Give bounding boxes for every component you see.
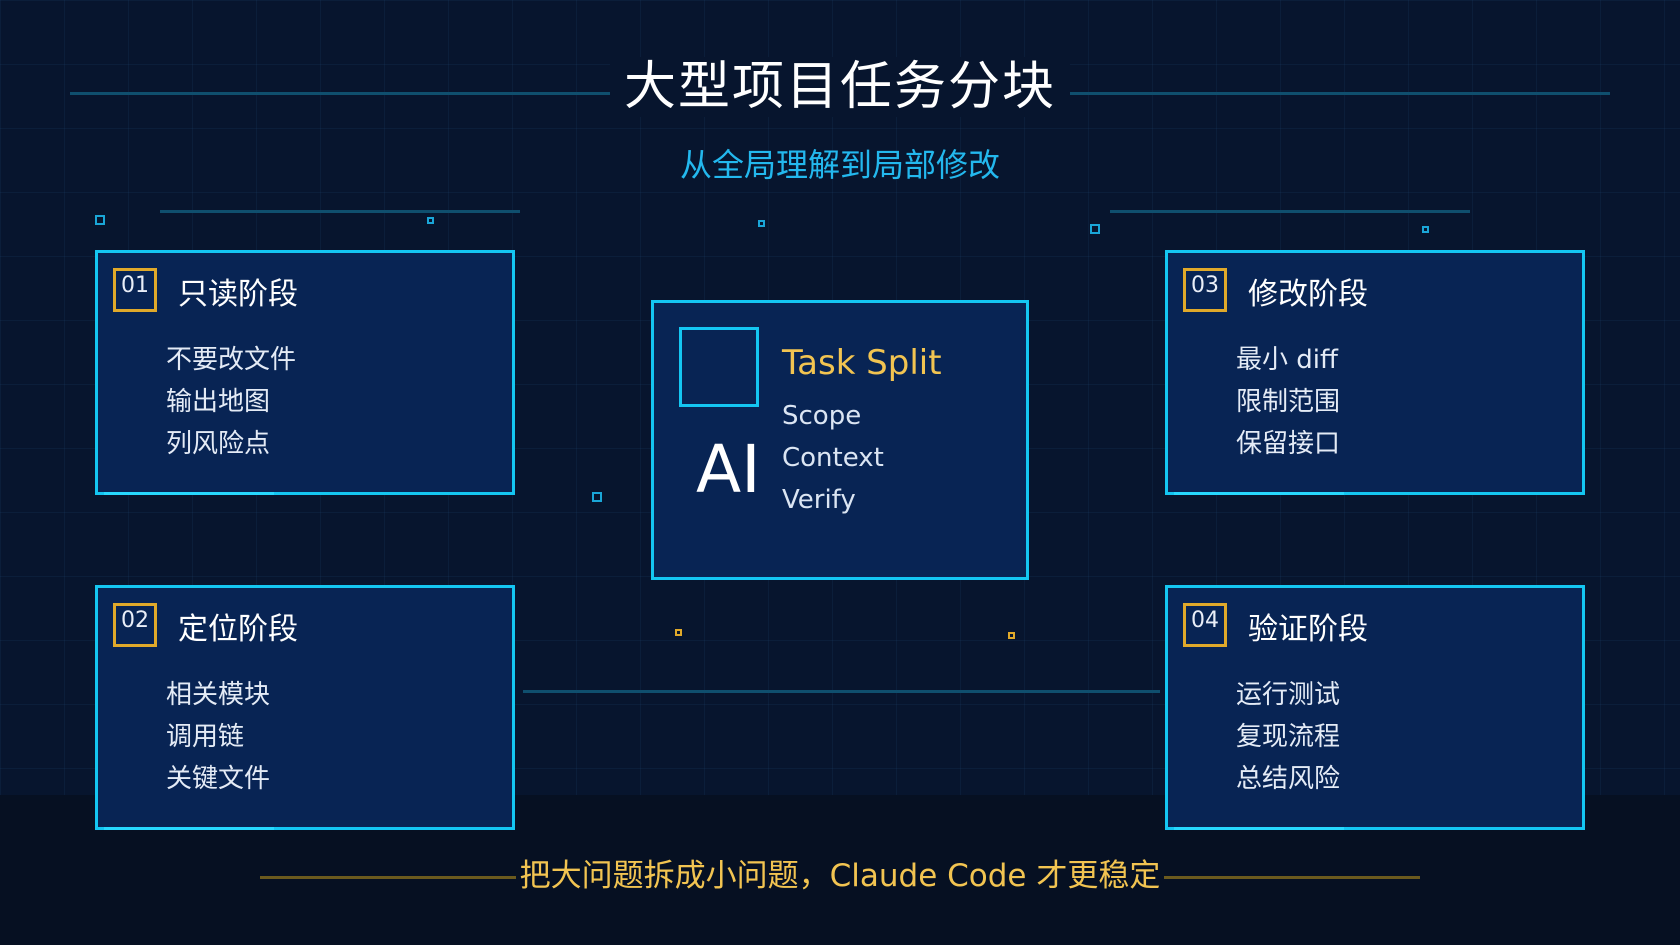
stage-item-list: 相关模块 调用链 关键文件 bbox=[166, 674, 270, 800]
stage-title: 只读阶段 bbox=[178, 277, 298, 312]
middle-connector bbox=[523, 690, 1160, 693]
stage-item: 输出地图 bbox=[166, 387, 271, 417]
stage-item: 保留接口 bbox=[1236, 429, 1341, 459]
deco-square bbox=[758, 220, 765, 227]
page-title: 大型项目任务分块 bbox=[0, 44, 1680, 119]
stage-card-04: 04 验证阶段 运行测试 复现流程 总结风险 bbox=[1165, 585, 1585, 830]
footer-caption: 把大问题拆成小问题，Claude Code 才更稳定 bbox=[0, 850, 1680, 895]
stage-item: 运行测试 bbox=[1236, 680, 1341, 710]
stage-item: 不要改文件 bbox=[166, 345, 297, 375]
right-top-rule bbox=[1110, 210, 1470, 213]
deco-square bbox=[1090, 224, 1100, 234]
stage-item: 关键文件 bbox=[166, 764, 271, 794]
stage-item-list: 最小 diff 限制范围 保留接口 bbox=[1236, 339, 1340, 465]
stage-item-list: 运行测试 复现流程 总结风险 bbox=[1236, 674, 1340, 800]
stage-title: 定位阶段 bbox=[178, 612, 298, 647]
left-top-rule bbox=[160, 210, 520, 213]
stage-number-badge: 04 bbox=[1183, 603, 1227, 647]
stage-item: 总结风险 bbox=[1236, 764, 1341, 794]
stage-card-01: 01 只读阶段 不要改文件 输出地图 列风险点 bbox=[95, 250, 515, 495]
stage-item-list: 不要改文件 输出地图 列风险点 bbox=[166, 339, 296, 465]
card-accent-line bbox=[104, 492, 274, 495]
stage-item: 调用链 bbox=[166, 722, 245, 752]
deco-square bbox=[1422, 226, 1429, 233]
stage-item: 限制范围 bbox=[1236, 387, 1341, 417]
deco-square-gold bbox=[1008, 632, 1015, 639]
center-item: Verify bbox=[782, 485, 856, 515]
center-ai-card: AI Task Split Scope Context Verify bbox=[651, 300, 1029, 580]
stage-item: 列风险点 bbox=[166, 429, 271, 459]
deco-square bbox=[427, 217, 434, 224]
stage-title: 修改阶段 bbox=[1248, 277, 1368, 312]
stage-number-badge: 02 bbox=[113, 603, 157, 647]
stage-card-02: 02 定位阶段 相关模块 调用链 关键文件 bbox=[95, 585, 515, 830]
ai-label: AI bbox=[696, 431, 761, 508]
stage-title: 验证阶段 bbox=[1248, 612, 1368, 647]
stage-item: 最小 diff bbox=[1236, 345, 1338, 375]
stage-item: 相关模块 bbox=[166, 680, 271, 710]
stage-card-03: 03 修改阶段 最小 diff 限制范围 保留接口 bbox=[1165, 250, 1585, 495]
stage-number-badge: 03 bbox=[1183, 268, 1227, 312]
center-item: Scope bbox=[782, 401, 862, 431]
page-subtitle: 从全局理解到局部修改 bbox=[679, 146, 1000, 184]
center-item: Context bbox=[782, 443, 884, 473]
stage-number-badge: 01 bbox=[113, 268, 157, 312]
center-heading: Task Split bbox=[782, 343, 942, 383]
square-frame-icon bbox=[679, 327, 759, 407]
deco-square bbox=[95, 215, 105, 225]
stage-item: 复现流程 bbox=[1236, 722, 1341, 752]
card-accent-line bbox=[1174, 827, 1344, 830]
card-accent-line bbox=[1174, 492, 1344, 495]
deco-square-gold bbox=[675, 629, 682, 636]
card-accent-line bbox=[104, 827, 274, 830]
center-item-list: Scope Context Verify bbox=[782, 395, 884, 521]
deco-square bbox=[592, 492, 602, 502]
